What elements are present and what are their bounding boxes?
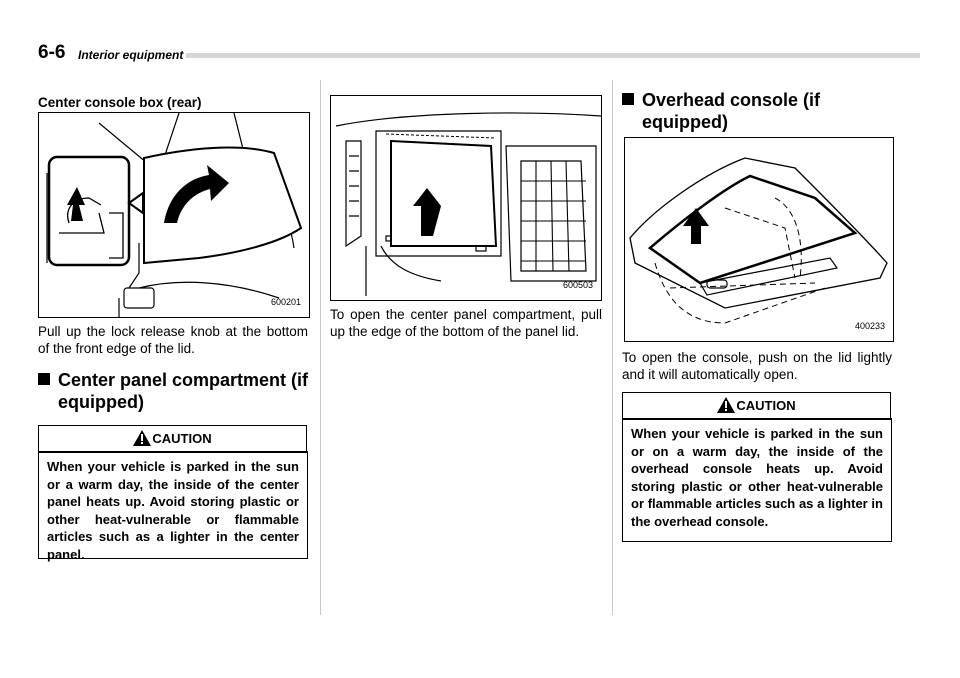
page-number: 6-6	[38, 42, 66, 63]
square-bullet-icon	[622, 93, 634, 105]
figure-code: 600201	[270, 297, 301, 307]
square-bullet-icon	[38, 373, 50, 385]
up-arrow-icon	[683, 208, 709, 244]
center-panel-illustration	[335, 112, 601, 296]
section-heading: Center panel compartment (if equipped)	[38, 369, 313, 413]
figure-center-panel: 600503	[330, 95, 602, 301]
subheading: Center console box (rear)	[38, 95, 202, 110]
figure-code: 600503	[562, 280, 593, 290]
caution-text: When your vehicle is parked in the sun o…	[38, 451, 308, 562]
section-title: Interior equipment	[78, 48, 184, 62]
up-arrow-icon	[413, 188, 441, 236]
paragraph: To open the console, push on the lid lig…	[622, 350, 892, 382]
column-divider	[320, 80, 321, 615]
up-arrow-icon	[67, 187, 85, 221]
caution-header: CAUTION	[622, 392, 891, 420]
column-divider	[612, 80, 613, 615]
figure-code: 400233	[854, 321, 885, 331]
console-box-illustration	[46, 113, 303, 317]
up-arrow-icon	[164, 165, 229, 223]
page-header: 6-6 Interior equipment	[38, 40, 920, 66]
paragraph: Pull up the lock release knob at the bot…	[38, 324, 308, 356]
warning-triangle-icon	[717, 397, 736, 413]
warning-triangle-icon	[133, 430, 152, 446]
figure-overhead-console: 400233	[624, 137, 894, 342]
caution-header: CAUTION	[38, 425, 307, 453]
overhead-console-illustration	[629, 157, 888, 324]
caution-text: When your vehicle is parked in the sun o…	[622, 418, 892, 542]
figure-console-box: 600201	[38, 112, 310, 318]
header-rule	[186, 53, 920, 58]
section-heading: Overhead console (if equipped)	[622, 89, 897, 133]
paragraph: To open the center panel compartment, pu…	[330, 307, 602, 339]
